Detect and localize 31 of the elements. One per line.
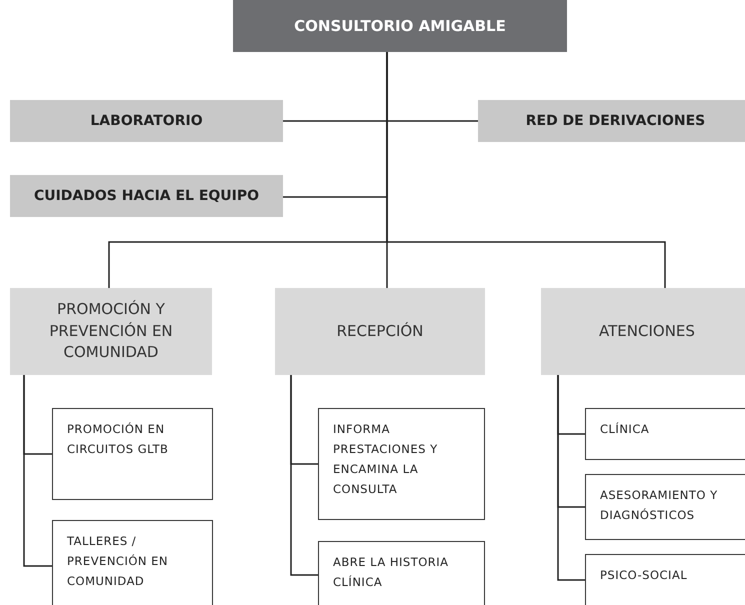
connector-line (23, 375, 52, 567)
box-label: CLÍNICA (600, 421, 650, 438)
box-label: CONSULTORIO AMIGABLE (294, 17, 506, 35)
box-label: INFORMA PRESTACIONES Y ENCAMINA LA CONSULTA (333, 421, 439, 498)
connector-line (290, 375, 318, 576)
box-label: PROMOCIÓN Y PREVENCIÓN EN COMUNIDAD (48, 298, 174, 364)
box-label: ATENCIONES (599, 320, 695, 342)
box-label: TALLERES / PREVENCIÓN EN COMUNIDAD (67, 533, 170, 590)
unit-box (478, 100, 745, 142)
task-box (318, 541, 485, 605)
unit-box (10, 175, 283, 217)
box-label: ABRE LA HISTORIA CLÍNICA (333, 554, 450, 592)
task-box (585, 408, 745, 460)
box-label: PSICO-SOCIAL (600, 567, 688, 584)
title-box (233, 0, 567, 52)
unit-box (10, 100, 283, 142)
task-box (318, 408, 485, 520)
task-box (585, 554, 745, 605)
task-box (585, 474, 745, 540)
box-label: LABORATORIO (90, 113, 203, 129)
box-label: PROMOCIÓN EN CIRCUITOS GLTB (67, 421, 170, 458)
connector-line (557, 375, 585, 581)
task-box (52, 408, 213, 500)
box-label: RECEPCIÓN (336, 320, 424, 342)
box-label: ASESORAMIENTO Y DIAGNÓSTICOS (600, 487, 719, 524)
task-box (52, 520, 213, 605)
area-box (541, 288, 745, 375)
area-box (275, 288, 485, 375)
box-label: CUIDADOS HACIA EL EQUIPO (34, 188, 260, 204)
box-label: RED DE DERIVACIONES (526, 113, 706, 129)
area-box (10, 288, 212, 375)
